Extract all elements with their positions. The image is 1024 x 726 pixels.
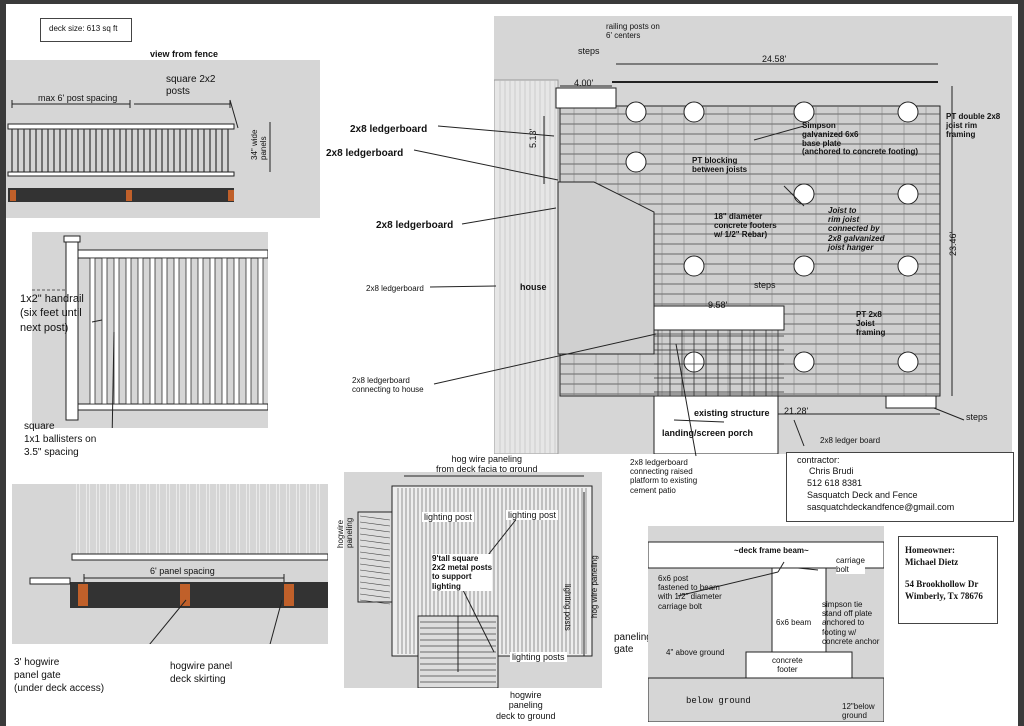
contractor-phone: 512 618 8381 — [807, 478, 863, 488]
steps-mid-label: steps — [754, 280, 776, 290]
plan-panel: railing posts on 6' centers steps 4.00' … — [494, 16, 1012, 454]
panel-spacing-label: 6' panel spacing — [150, 566, 215, 576]
homeowner-name: Michael Dietz — [905, 557, 959, 567]
ledgerboard-label-2: 2x8 ledgerboard — [326, 148, 404, 159]
deck-size-box: deck size: 613 sq ft — [40, 18, 132, 42]
square-posts-label: square 2x2 posts — [166, 74, 216, 97]
dim-2346-label: 23.46' — [948, 231, 958, 256]
ledgerboard-raised-label: 2x8 ledgerboard connecting raised platfo… — [630, 458, 698, 495]
ledgerboard-label-5: 2x8 ledgerboard connecting to house — [352, 376, 424, 395]
gate-panel: 6' panel spacing — [12, 484, 328, 644]
dim-4-label: 4.00' — [574, 78, 594, 88]
pt-rim-label: PT double 2x8 joist rim framing — [946, 112, 1001, 140]
panel-height-label: 34" wide panels — [250, 129, 269, 160]
footers-label: 18" diameter concrete footers w/ 1/2" Re… — [714, 212, 777, 240]
ledger-board-label: 2x8 ledger board — [820, 436, 881, 445]
hog-bottom-label: hogwire paneling deck to ground — [496, 690, 556, 721]
dim-2458-label: 24.58' — [762, 54, 787, 64]
post-spacing-label: max 6' post spacing — [38, 93, 118, 103]
landing-label: landing/screen porch — [662, 428, 754, 438]
homeowner-box: Homeowner: Michael Dietz 54 Brookhollow … — [898, 536, 998, 624]
pt-joist-label: PT 2x8 Joist framing — [856, 310, 886, 338]
below-ground-label: below ground — [686, 696, 751, 706]
perspective-panel: hogwire paneling lighting post lighting … — [336, 472, 602, 688]
fence-view-panel: max 6' post spacing square 2x2 posts 34"… — [6, 60, 320, 218]
post-label: 6x6 post fastened to beam with 1/2" diam… — [658, 574, 722, 611]
fence-view-title: view from fence — [150, 49, 219, 59]
below-12-label: 12"below ground — [842, 702, 875, 721]
contractor-name: Chris Brudi — [809, 466, 854, 476]
lighting-post-2: lighting post — [506, 510, 559, 521]
handrail-panel: 1x2" handrail (six feet until next post) — [20, 232, 268, 428]
simpson-plate-label: Simpson galvanized 6x6 base plate (ancho… — [802, 121, 918, 157]
lighting-posts-side: lighting posts — [563, 584, 572, 631]
contractor-box: contractor: Chris Brudi 512 618 8381 Sas… — [786, 452, 1014, 522]
paneling-gate-label: paneling gate — [614, 632, 652, 655]
dim-2128-label: 21.28' — [784, 406, 809, 416]
above-ground-label: 4" above ground — [666, 648, 725, 657]
homeowner-address2: Wimberly, Tx 78676 — [905, 591, 983, 601]
gate-drawing — [29, 484, 328, 644]
pt-blocking-label: PT blocking between joists — [692, 156, 748, 175]
dim-958-label: 9.58' — [708, 300, 728, 310]
deck-size-label: deck size: 613 sq ft — [49, 24, 118, 33]
handrail-drawing — [32, 235, 268, 428]
metal-posts-label: 9'tall square 2x2 metal posts to support… — [432, 554, 493, 591]
beam-title: ~deck frame beam~ — [734, 546, 809, 555]
steps-right-label: steps — [966, 412, 988, 422]
hog-left-label: hogwire paneling — [336, 517, 355, 548]
ledgerboard-label-1: 2x8 ledgerboard — [350, 124, 428, 135]
beam-panel: ~deck frame beam~ carriage bolt 6x6 post… — [648, 526, 884, 722]
concrete-footer-label: concrete footer — [772, 656, 803, 675]
handrail-label: 1x2" handrail (six feet until next post) — [20, 293, 84, 334]
hog-top-label: hog wire paneling from deck facia to gro… — [436, 454, 538, 475]
existing-structure-label: existing structure — [694, 408, 770, 418]
homeowner-address1: 54 Brookhollow Dr — [905, 579, 979, 589]
lighting-post-1: lighting post — [422, 512, 475, 523]
carriage-bolt-label: carriage bolt — [836, 556, 865, 575]
ledgerboard-label-4: 2x8 ledgerboard — [366, 284, 424, 293]
contractor-heading: contractor: — [797, 455, 840, 465]
ledgerboard-label-3: 2x8 ledgerboard — [376, 220, 454, 231]
drawing-sheet: deck size: 613 sq ft view from fence max… — [6, 4, 1018, 726]
steps-top-label: steps — [578, 46, 600, 56]
beam-6x6-label: 6x6 beam — [776, 618, 812, 627]
lighting-posts-bottom: lighting posts — [510, 652, 567, 663]
ballisters-label: square 1x1 ballisters on 3.5" spacing — [24, 421, 97, 458]
simpson-tie-label: simpson tie stand off plate anchored to … — [822, 600, 880, 646]
railing-posts-label: railing posts on 6' centers — [606, 22, 660, 41]
gate-label: 3' hogwire panel gate (under deck access… — [14, 657, 105, 694]
contractor-email[interactable]: sasquatchdeckandfence@gmail.com — [807, 502, 955, 512]
skirting-label: hogwire panel deck skirting — [170, 661, 233, 685]
contractor-company: Sasquatch Deck and Fence — [807, 490, 918, 500]
house-label: house — [520, 282, 547, 292]
homeowner-heading: Homeowner: — [905, 545, 955, 555]
hog-right-label: hog wire paneling — [590, 555, 599, 618]
joist-hanger-label: Joist to rim joist connected by 2x8 galv… — [828, 206, 885, 252]
beam-drawing — [648, 541, 884, 722]
dim-513-label: 5.13' — [528, 128, 538, 148]
fence-drawing — [7, 99, 271, 202]
